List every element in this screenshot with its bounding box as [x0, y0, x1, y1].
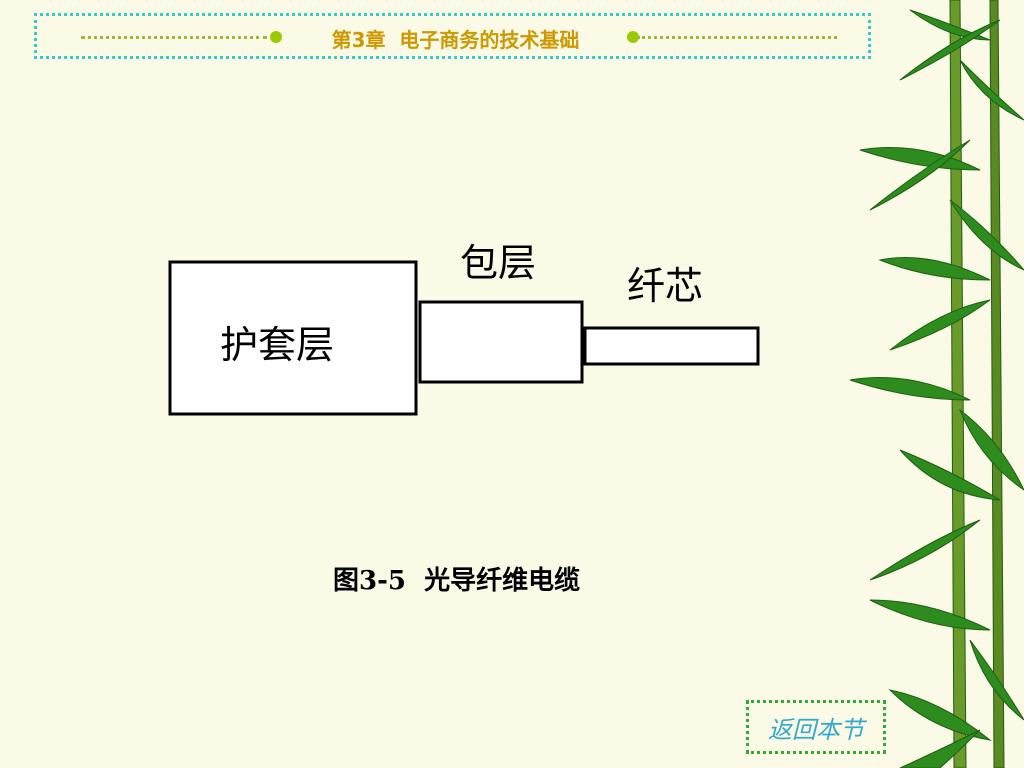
bamboo-decoration-icon [849, 0, 1024, 768]
fiber-core-shape [583, 326, 760, 366]
fiber-core-label: 纤芯 [627, 264, 704, 308]
cladding-layer-label: 包层 [460, 241, 537, 285]
jacket-layer-shape [168, 260, 418, 416]
chapter-title: 第3章 电子商务的技术基础 [331, 28, 580, 52]
jacket-layer-label: 护套层 [220, 323, 335, 367]
header-bullet-right-icon [627, 31, 639, 43]
header-dotted-line-right [637, 36, 837, 39]
chapter-header: 第3章 电子商务的技术基础 [34, 13, 871, 59]
figure-caption: 图3-5 光导纤维电缆 [333, 566, 581, 596]
header-bullet-left-icon [270, 31, 282, 43]
header-dotted-line-left [81, 36, 267, 39]
cladding-layer-shape [418, 300, 584, 384]
back-to-section-button[interactable]: 返回本节 [746, 700, 886, 754]
